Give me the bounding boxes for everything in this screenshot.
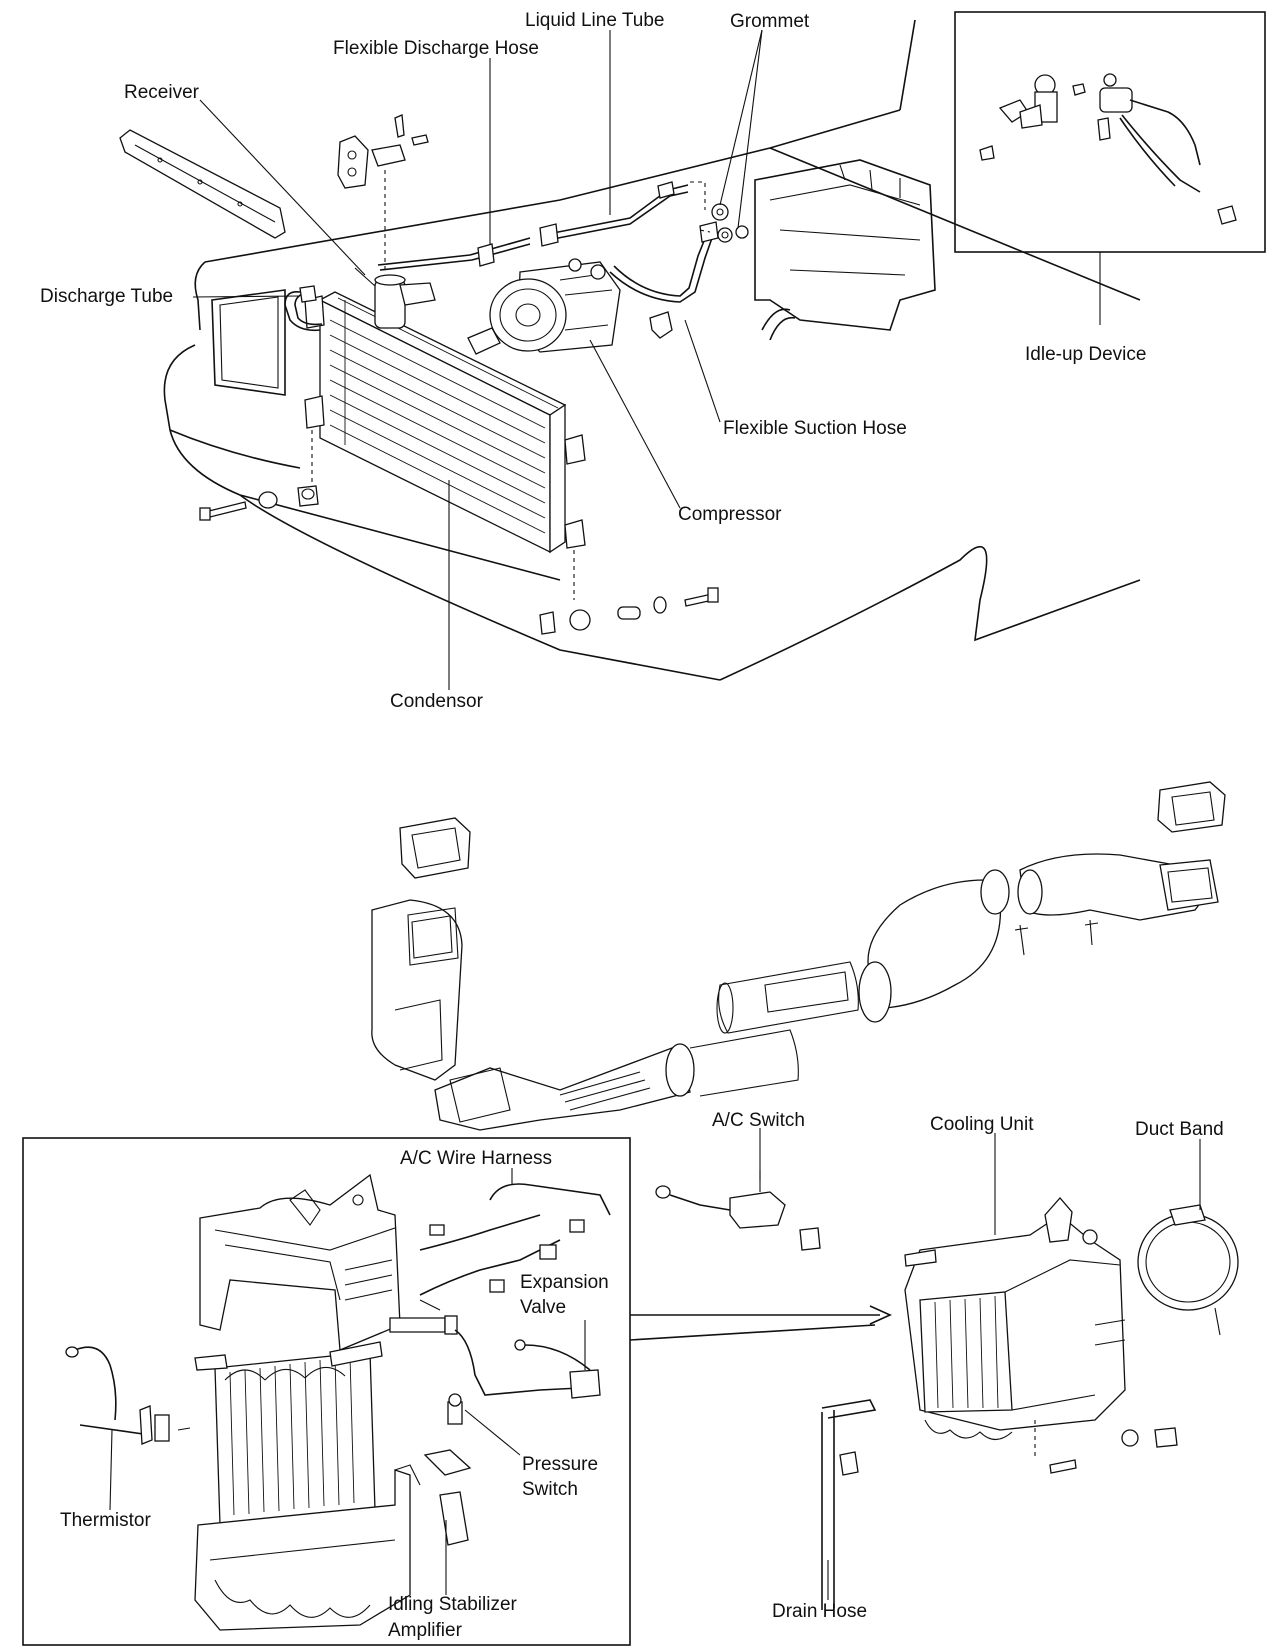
flexible-suction-hose (609, 221, 719, 339)
part-labels: Liquid Line Tube Grommet Flexible Discha… (40, 10, 1224, 1641)
label-cooling-unit: Cooling Unit (930, 1114, 1034, 1135)
cooling-unit (904, 1197, 1126, 1441)
label-flexible-suction-hose: Flexible Suction Hose (723, 418, 907, 439)
assembly-arrows (629, 1305, 892, 1341)
ac-switch (655, 1170, 821, 1251)
leader-lines (109, 29, 1201, 1600)
label-idling-stabilizer-line1: Idling Stabilizer (388, 1594, 518, 1615)
label-discharge-tube: Discharge Tube (40, 286, 173, 307)
label-expansion-valve-line1: Expansion (520, 1272, 609, 1293)
idle-up-device-inset (954, 11, 1266, 253)
label-compressor: Compressor (678, 504, 782, 525)
vehicle-front-outline (163, 19, 1141, 681)
grommets (690, 181, 749, 243)
compressor (467, 258, 621, 355)
cooling-unit-parts-inset (22, 1137, 631, 1646)
label-drain-hose: Drain Hose (772, 1601, 867, 1622)
label-ac-switch: A/C Switch (712, 1110, 805, 1131)
label-condensor: Condensor (390, 691, 484, 712)
label-thermistor: Thermistor (60, 1510, 151, 1531)
condenser-mount-hardware (199, 485, 719, 635)
flexible-discharge-hose (377, 237, 531, 271)
discharge-tube (284, 285, 323, 332)
label-duct-band: Duct Band (1135, 1119, 1224, 1140)
label-grommet: Grommet (730, 11, 810, 32)
label-flexible-discharge-hose: Flexible Discharge Hose (333, 38, 539, 59)
label-ac-wire-harness: A/C Wire Harness (400, 1148, 552, 1169)
label-pressure-switch-line2: Switch (522, 1479, 578, 1500)
duct-band (1137, 1204, 1239, 1336)
label-pressure-switch-line1: Pressure (522, 1454, 598, 1475)
receiver (354, 267, 436, 329)
label-idle-up-device: Idle-up Device (1025, 344, 1146, 365)
label-expansion-valve-line2: Valve (520, 1297, 566, 1318)
label-receiver: Receiver (124, 82, 200, 103)
label-idling-stabilizer-line2: Amplifier (388, 1620, 463, 1641)
liquid-line-tube (539, 181, 689, 247)
drain-hose (821, 1399, 1178, 1610)
ac-ducts (371, 781, 1226, 1131)
receiver-bracket-parts (337, 114, 429, 270)
label-liquid-line-tube: Liquid Line Tube (525, 10, 664, 31)
condenser-upper-bracket (119, 129, 286, 239)
